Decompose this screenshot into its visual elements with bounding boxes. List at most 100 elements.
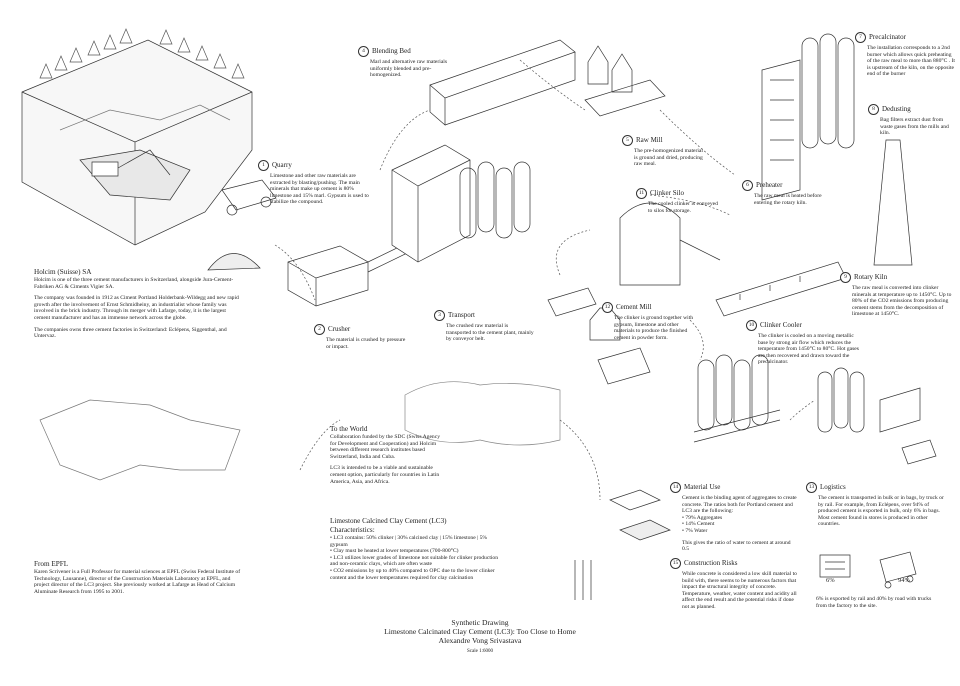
cooler-silos-drawing — [694, 355, 780, 442]
step-number: 6 — [742, 180, 753, 191]
ratio-item: • 7% Water — [682, 527, 708, 534]
step-body: The cooled clinker is conveyed to silos … — [648, 201, 718, 214]
step-title: Clinker Silo — [650, 189, 685, 198]
step-title: Construction Risks — [684, 559, 738, 568]
step-title: Raw Mill — [636, 136, 663, 145]
scale: Scale 1:6000 — [467, 649, 493, 654]
logistics-caption: 6% is exported by rail and 40% by road w… — [816, 596, 932, 609]
bag-icons — [820, 552, 916, 588]
epfl-section: From EPFL Karen Scrivener is a Full Prof… — [34, 560, 246, 595]
flow-arrows — [275, 60, 815, 500]
step-body: Limestone and other raw materials are ex… — [270, 173, 369, 206]
step-title: Logistics — [820, 483, 846, 492]
lc3-item: CO2 emissions by up to 40% compared to O… — [330, 568, 500, 581]
step-number: 13 — [806, 482, 817, 493]
step-title: Dedusting — [882, 105, 911, 114]
cement-mill-drawing — [548, 288, 650, 384]
world-collab: Collaboration funded by the SDC (Swiss A… — [330, 434, 441, 460]
lc3-section: Limestone Calcined Clay Cement (LC3) Cha… — [330, 517, 500, 581]
step-number: 10 — [746, 320, 757, 331]
blending-bed-drawing — [430, 40, 575, 125]
step-number: 14 — [670, 482, 681, 493]
raw-mill-drawing — [585, 46, 665, 116]
ratio-item: • 79% Aggregates — [682, 514, 723, 521]
world-title: To the World — [330, 425, 368, 433]
step-title: Material Use — [684, 483, 721, 492]
step-title: Preheater — [756, 181, 783, 190]
holcim-section: Holcim (Suisse) SA Holcim is one of the … — [34, 268, 242, 340]
holcim-title: Holcim (Suisse) SA — [34, 268, 92, 276]
step-body: The pre-homogenized material is ground a… — [634, 148, 703, 168]
holcim-history: The company was founded in 1912 as Cimen… — [34, 295, 239, 321]
lc3-item: LC3 contains: 50% clinker | 30% calcined… — [330, 535, 500, 548]
title-block: Synthetic Drawing Limestone Calcinated C… — [330, 618, 630, 654]
step-body: While concrete is considered a low skill… — [682, 571, 797, 610]
step-body: The raw meal is converted into clinker m… — [852, 285, 952, 318]
step-body: The cement is transported in bulk or in … — [818, 495, 944, 528]
bags-percent: 6% — [826, 577, 835, 584]
dedusting-chimney — [874, 140, 912, 265]
preheater-tower-drawing — [762, 34, 854, 200]
cement-plant-drawing — [392, 145, 530, 262]
step-number: 1 — [258, 160, 269, 171]
lc3-item: Clay must be heated at lower temperature… — [330, 548, 500, 555]
step-number: 12 — [602, 302, 613, 313]
step-body: The material is crushed by pressure or i… — [326, 337, 406, 350]
step-number: 8 — [868, 104, 879, 115]
step-body: The installation corresponds to a 2nd bu… — [867, 45, 955, 78]
world-section: To the World Collaboration funded by the… — [330, 425, 440, 485]
drawing-type: Synthetic Drawing — [451, 618, 509, 627]
dump-truck-drawing — [222, 180, 276, 215]
gravel-pile — [208, 253, 260, 270]
step-title: Blending Bed — [372, 47, 411, 56]
step-number: 2 — [314, 324, 325, 335]
step-title: Rotary Kiln — [854, 273, 888, 282]
world-map — [405, 382, 560, 445]
step-body: Marl and alternative raw materials unifo… — [370, 59, 448, 79]
holcim-factories: The companies owns three cement factorie… — [34, 326, 227, 340]
drawing-title: Limestone Calcinated Clay Cement (LC3): … — [384, 627, 576, 636]
step-title: Cement Mill — [616, 303, 652, 312]
step-number: 4 — [358, 46, 369, 57]
material-use-drawing — [575, 490, 670, 600]
step-title: Transport — [448, 311, 475, 320]
step-number: 3 — [434, 310, 445, 321]
lc3-item: LC3 utilizes lower grades of limestone n… — [330, 555, 500, 568]
step-title: Clinker Cooler — [760, 321, 802, 330]
world-lc3: LC3 is intended to be a viable and susta… — [330, 465, 440, 485]
step-body: The raw meal is heated before entering t… — [754, 193, 822, 206]
step-body: The clinker is ground together with gyps… — [614, 315, 694, 341]
step-title: Precalcinator — [869, 33, 906, 42]
step-body: Bag filters extract dust from waste gase… — [880, 117, 949, 137]
switzerland-map — [40, 400, 240, 480]
ratio-item: • 14% Cement — [682, 521, 715, 528]
step-number: 9 — [840, 272, 851, 283]
logistics-drawing — [818, 368, 936, 464]
step-number: 5 — [622, 135, 633, 146]
rotary-kiln-drawing — [716, 262, 846, 316]
step-title: Crusher — [328, 325, 351, 334]
step-title: Quarry — [272, 161, 292, 170]
step-number: 7 — [855, 32, 866, 43]
epfl-title: From EPFL — [34, 560, 69, 568]
step-body: The clinker is cooled on a moving metall… — [758, 333, 859, 366]
lc3-subtitle: Characteristics: — [330, 526, 375, 534]
ratio-note: This gives the ratio of water to cement … — [682, 539, 791, 553]
step-body: Cement is the binding agent of aggregate… — [682, 495, 797, 515]
